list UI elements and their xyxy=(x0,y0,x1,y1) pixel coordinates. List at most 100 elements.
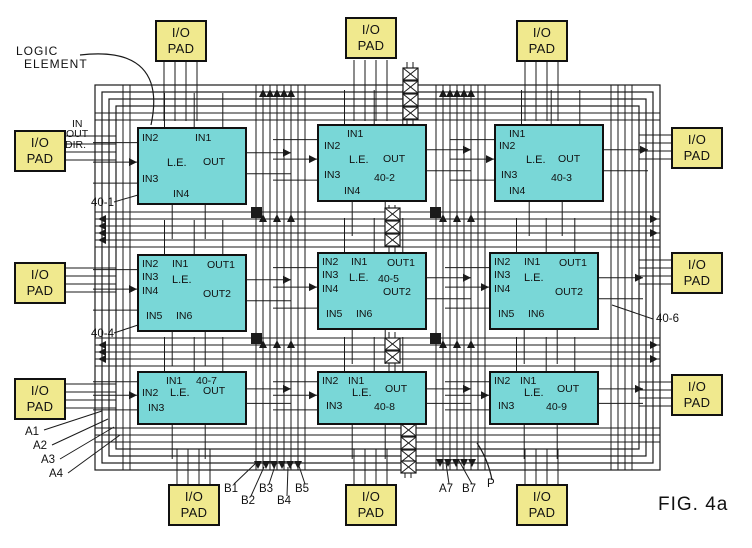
signal-label-b1: B1 xyxy=(224,483,239,495)
le-id: 40-8 xyxy=(374,401,396,413)
le-pin-in3: IN3 xyxy=(324,169,341,181)
le-pin-in4: IN4 xyxy=(173,188,190,200)
le-pin-in2: IN2 xyxy=(322,375,339,387)
io-pad-label: PAD xyxy=(357,38,385,53)
le-name: L.E. xyxy=(172,274,192,286)
io-pad-label: PAD xyxy=(26,151,54,166)
le-name: L.E. xyxy=(349,272,369,284)
le-pin-in4: IN4 xyxy=(344,185,361,197)
le-id: 40-7 xyxy=(196,375,218,387)
signal-label-b4: B4 xyxy=(277,495,292,507)
le-id: 40-5 xyxy=(378,273,400,285)
signal-label-b7: B7 xyxy=(462,483,477,495)
io-pad-label: PAD xyxy=(528,41,556,56)
le-pin-in1: IN1 xyxy=(520,375,537,387)
logic-element-40-1: IN2 IN1 L.E. OUT IN3 IN4 xyxy=(137,127,247,205)
signal-label-b2: B2 xyxy=(241,495,256,507)
signal-label-a1: A1 xyxy=(25,426,40,438)
le-pin-in3: IN3 xyxy=(322,269,339,281)
io-pad-label: I/O xyxy=(30,267,50,283)
le-pin-in2: IN2 xyxy=(142,387,159,399)
logic-element-40-9: IN2 IN1 L.E. OUT IN3 40-9 xyxy=(489,371,599,425)
logic-element-40-2: IN1 IN2 L.E. OUT IN3 40-2 IN4 xyxy=(317,124,427,202)
signal-label-b5: B5 xyxy=(295,483,310,495)
le-pin-in1: IN1 xyxy=(195,132,212,144)
le-id: 40-2 xyxy=(374,172,396,184)
le-pin-in3: IN3 xyxy=(501,169,518,181)
le-name: L.E. xyxy=(170,387,190,399)
io-pad-label: PAD xyxy=(683,395,711,410)
io-pad-label: PAD xyxy=(167,41,195,56)
le-pin-in2: IN2 xyxy=(142,258,159,270)
signal-label-a4: A4 xyxy=(49,468,64,480)
le-pin-in2: IN2 xyxy=(322,256,339,268)
io-pad-label: I/O xyxy=(532,25,552,41)
io-pad-label: I/O xyxy=(30,135,50,151)
logic-element-callout-line1: LOGIC xyxy=(16,44,59,58)
le-pin-out2: OUT2 xyxy=(555,286,584,298)
le-pin-in3: IN3 xyxy=(498,400,515,412)
le-pin-in2: IN2 xyxy=(499,140,516,152)
le-pin-out2: OUT2 xyxy=(203,288,232,300)
le-pin-in2: IN2 xyxy=(324,140,341,152)
le-pin-in1: IN1 xyxy=(524,256,541,268)
ref-40-1: 40-1 xyxy=(91,197,115,209)
le-pin-in1: IN1 xyxy=(351,256,368,268)
io-pad-label: PAD xyxy=(26,399,54,414)
le-pin-out2: OUT2 xyxy=(383,286,412,298)
le-pin-in3: IN3 xyxy=(494,269,511,281)
io-pad-label: I/O xyxy=(532,489,552,505)
signal-label-b3: B3 xyxy=(259,483,274,495)
le-pin-in3: IN3 xyxy=(142,271,159,283)
le-pin-in1: IN1 xyxy=(348,375,365,387)
pad-in-label: IN xyxy=(72,118,83,130)
io-pad-label: PAD xyxy=(180,505,208,520)
signal-label-a3: A3 xyxy=(41,454,56,466)
le-pin-in1: IN1 xyxy=(172,258,189,270)
le-pin-in2: IN2 xyxy=(494,375,511,387)
le-pin-out: OUT xyxy=(203,385,226,397)
le-pin-out: OUT xyxy=(557,383,580,395)
le-pin-in5: IN5 xyxy=(498,308,515,320)
le-pin-in2: IN2 xyxy=(142,132,159,144)
le-pin-out: OUT xyxy=(385,383,408,395)
pad-out-label: OUT xyxy=(66,128,89,140)
le-name: L.E. xyxy=(526,154,546,166)
le-name: L.E. xyxy=(524,272,544,284)
le-name: L.E. xyxy=(167,157,187,169)
le-name: L.E. xyxy=(349,154,369,166)
le-pin-in6: IN6 xyxy=(356,308,373,320)
le-pin-in1: IN1 xyxy=(166,375,183,387)
le-id: 40-9 xyxy=(546,401,568,413)
le-pin-out: OUT xyxy=(558,153,581,165)
le-name: L.E. xyxy=(352,387,372,399)
figure-caption: FIG. 4a xyxy=(658,494,729,515)
pad-dir-label: DIR. xyxy=(65,139,86,151)
le-pin-in4: IN4 xyxy=(494,283,511,295)
logic-element-40-3: IN1 IN2 L.E. OUT IN3 40-3 IN4 xyxy=(494,124,604,202)
le-pin-out1: OUT1 xyxy=(207,259,236,271)
le-name: L.E. xyxy=(524,387,544,399)
io-pad-label: PAD xyxy=(357,505,385,520)
io-pad-label: I/O xyxy=(687,257,707,273)
io-pad-label: PAD xyxy=(683,273,711,288)
ref-40-6: 40-6 xyxy=(656,313,680,325)
logic-element-40-5: IN2 IN1 OUT1 IN3 L.E. 40-5 IN4 OUT2 IN5 … xyxy=(317,252,427,330)
logic-element-40-8: IN2 IN1 L.E. OUT IN3 40-8 xyxy=(317,371,427,425)
le-pin-in1: IN1 xyxy=(347,128,364,140)
io-pad-label: I/O xyxy=(184,489,204,505)
logic-element-callout-line2: ELEMENT xyxy=(24,57,88,71)
io-pad-label: PAD xyxy=(528,505,556,520)
le-pin-in3: IN3 xyxy=(142,173,159,185)
